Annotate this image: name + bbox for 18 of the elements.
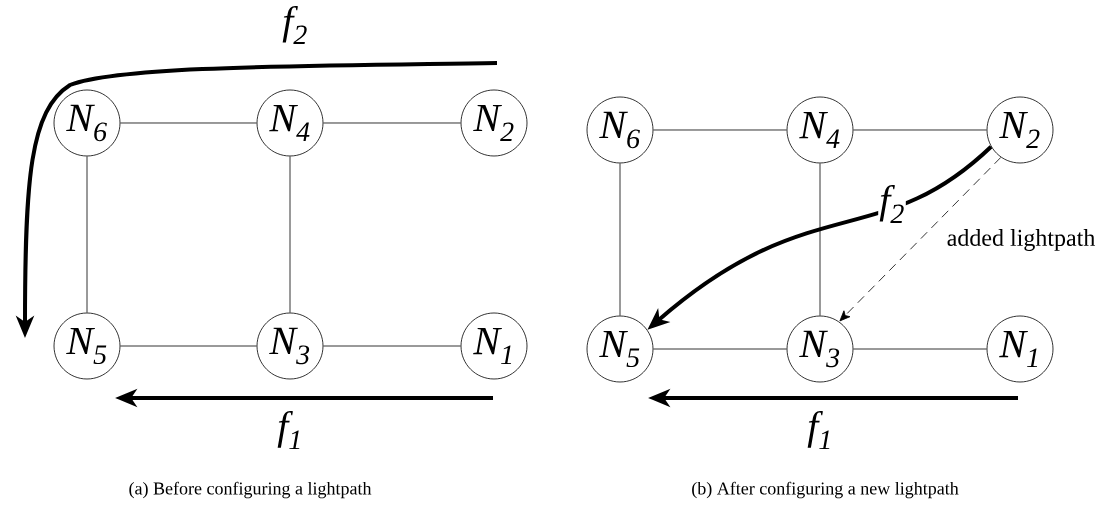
flow-label: f$_{2}$ xyxy=(282,5,307,45)
link-line xyxy=(120,122,257,124)
link-line xyxy=(853,129,987,131)
caption: (b) After configuring a new lightpath xyxy=(692,481,959,499)
link-line xyxy=(653,348,787,350)
link-line xyxy=(323,122,461,124)
link-line xyxy=(853,348,987,350)
link-line xyxy=(323,345,461,347)
caption: (a) Before configuring a lightpath xyxy=(129,481,372,499)
link-line xyxy=(86,156,88,313)
link-line xyxy=(839,156,1002,322)
link-line xyxy=(120,345,257,347)
link-line xyxy=(653,129,787,131)
edge-label: added lightpath xyxy=(945,228,1097,252)
link-line xyxy=(819,163,821,316)
link-line xyxy=(619,163,621,316)
link-line xyxy=(289,156,291,313)
edge-label: f$_{2}$ xyxy=(878,183,906,225)
